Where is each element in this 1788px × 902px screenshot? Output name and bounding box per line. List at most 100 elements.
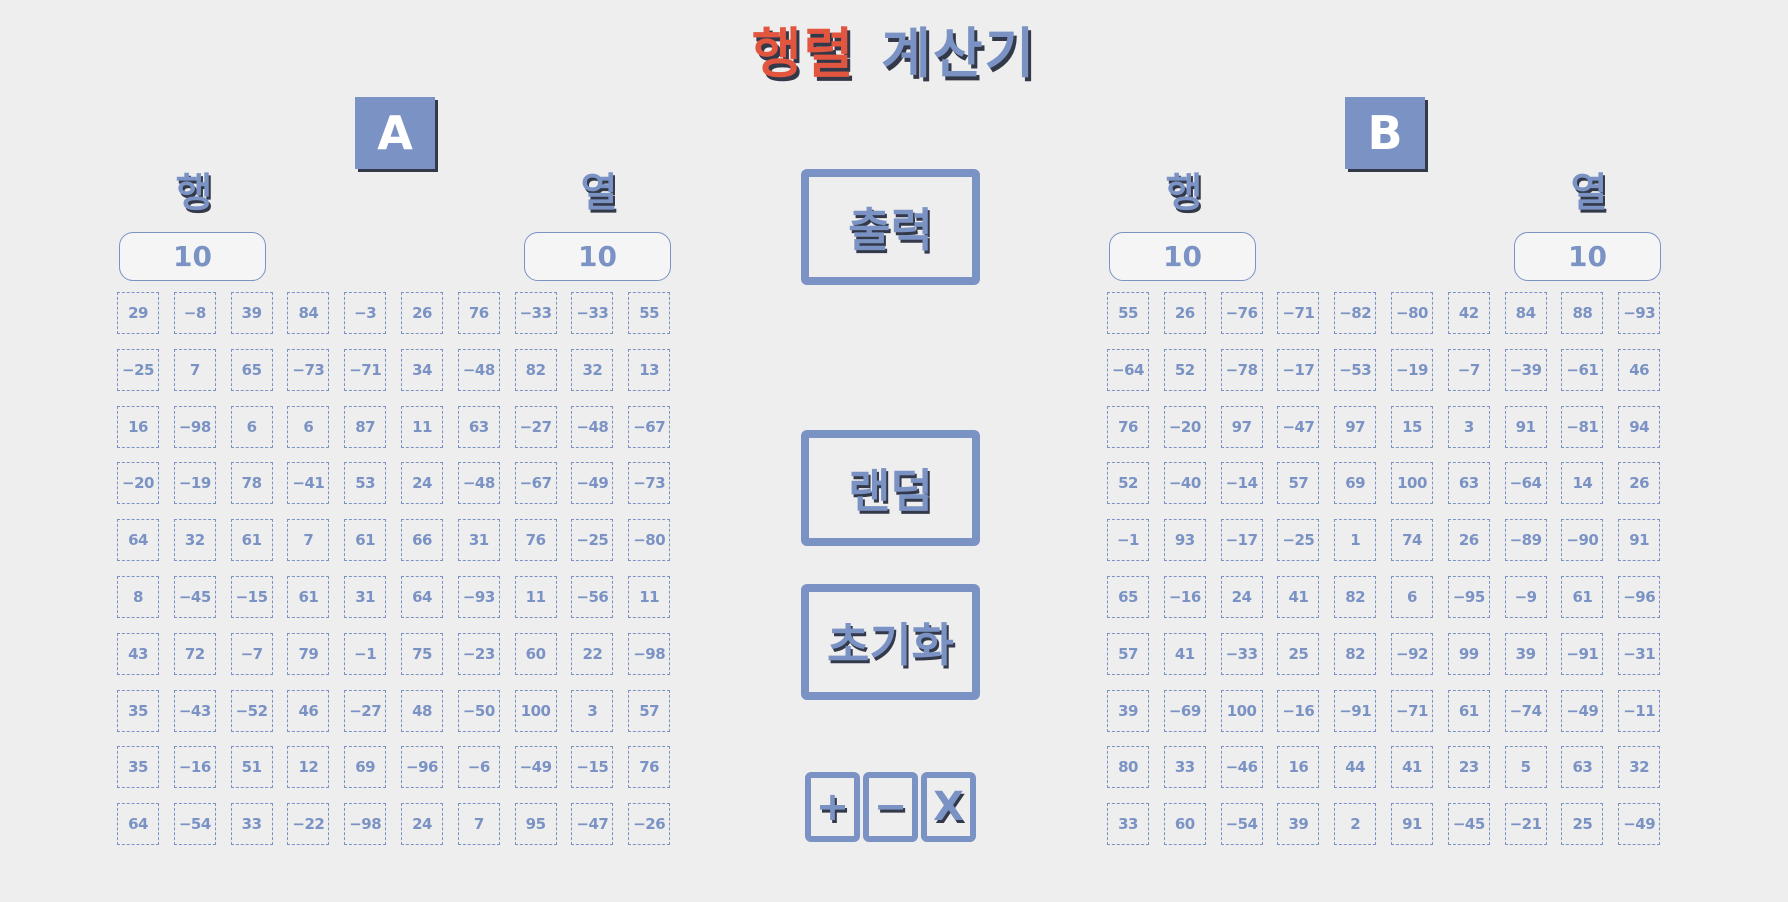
matrix-cell[interactable]: −98 <box>173 405 216 448</box>
matrix-cell[interactable]: 39 <box>230 292 273 334</box>
matrix-cell[interactable]: 15 <box>1391 405 1433 448</box>
matrix-cell[interactable]: 78 <box>230 462 273 505</box>
matrix-cell[interactable]: 16 <box>117 405 159 448</box>
matrix-cell[interactable]: 55 <box>1107 292 1149 334</box>
matrix-cell[interactable]: 84 <box>1504 292 1547 334</box>
matrix-cell[interactable]: −73 <box>628 462 671 505</box>
matrix-cell[interactable]: 64 <box>117 803 159 846</box>
matrix-cell[interactable]: 52 <box>1107 462 1149 505</box>
matrix-cell[interactable]: −17 <box>1220 519 1263 562</box>
matrix-cell[interactable]: 33 <box>1107 803 1149 846</box>
matrix-cell[interactable]: −39 <box>1504 348 1547 391</box>
matrix-cell[interactable]: 6 <box>287 405 330 448</box>
matrix-cell[interactable]: 48 <box>401 689 443 732</box>
matrix-cell[interactable]: 44 <box>1334 746 1377 789</box>
matrix-cell[interactable]: 99 <box>1447 632 1490 675</box>
matrix-cell[interactable]: 1 <box>1334 519 1377 562</box>
matrix-cell[interactable]: 14 <box>1561 462 1604 505</box>
matrix-cell[interactable]: −74 <box>1504 689 1547 732</box>
matrix-cell[interactable]: 91 <box>1618 519 1661 562</box>
matrix-cell[interactable]: −78 <box>1220 348 1263 391</box>
matrix-cell[interactable]: −95 <box>1447 576 1490 618</box>
matrix-cell[interactable]: 6 <box>1391 576 1433 618</box>
matrix-cell[interactable]: 79 <box>287 632 330 675</box>
matrix-cell[interactable]: −15 <box>571 746 614 789</box>
matrix-cell[interactable]: 13 <box>628 348 671 391</box>
matrix-cell[interactable]: 42 <box>1447 292 1490 334</box>
matrix-cell[interactable]: −47 <box>1277 405 1320 448</box>
matrix-cell[interactable]: 31 <box>344 576 387 618</box>
matrix-cell[interactable]: 100 <box>1220 689 1263 732</box>
matrix-cell[interactable]: 88 <box>1561 292 1604 334</box>
matrix-cell[interactable]: 91 <box>1504 405 1547 448</box>
matrix-cell[interactable]: −27 <box>514 405 557 448</box>
matrix-cell[interactable]: 74 <box>1391 519 1433 562</box>
matrix-cell[interactable]: 69 <box>344 746 387 789</box>
matrix-cell[interactable]: 29 <box>117 292 159 334</box>
matrix-cell[interactable]: −48 <box>571 405 614 448</box>
matrix-cell[interactable]: 75 <box>401 632 443 675</box>
matrix-cell[interactable]: −9 <box>1504 576 1547 618</box>
matrix-cell[interactable]: 34 <box>401 348 443 391</box>
matrix-cell[interactable]: 94 <box>1618 405 1661 448</box>
matrix-cell[interactable]: 25 <box>1561 803 1604 846</box>
matrix-cell[interactable]: 61 <box>287 576 330 618</box>
matrix-cell[interactable]: 39 <box>1504 632 1547 675</box>
matrix-b-rows-input[interactable] <box>1109 232 1256 281</box>
matrix-cell[interactable]: −67 <box>628 405 671 448</box>
matrix-cell[interactable]: −49 <box>1561 689 1604 732</box>
matrix-cell[interactable]: 22 <box>571 632 614 675</box>
matrix-cell[interactable]: 33 <box>230 803 273 846</box>
matrix-cell[interactable]: 84 <box>287 292 330 334</box>
matrix-cell[interactable]: −82 <box>1334 292 1377 334</box>
matrix-cell[interactable]: −48 <box>457 462 500 505</box>
matrix-cell[interactable]: −80 <box>628 519 671 562</box>
matrix-cell[interactable]: 97 <box>1334 405 1377 448</box>
matrix-cell[interactable]: −71 <box>1391 689 1433 732</box>
matrix-cell[interactable]: −49 <box>514 746 557 789</box>
matrix-cell[interactable]: −91 <box>1334 689 1377 732</box>
matrix-cell[interactable]: 53 <box>344 462 387 505</box>
reset-button[interactable]: 초기화 <box>801 584 980 700</box>
matrix-cell[interactable]: −14 <box>1220 462 1263 505</box>
matrix-cell[interactable]: −47 <box>571 803 614 846</box>
matrix-cell[interactable]: 3 <box>1447 405 1490 448</box>
matrix-cell[interactable]: 69 <box>1334 462 1377 505</box>
matrix-a-cols-input[interactable] <box>524 232 671 281</box>
matrix-cell[interactable]: 72 <box>173 632 216 675</box>
matrix-cell[interactable]: −89 <box>1504 519 1547 562</box>
matrix-cell[interactable]: 76 <box>457 292 500 334</box>
matrix-cell[interactable]: −98 <box>344 803 387 846</box>
matrix-cell[interactable]: −56 <box>571 576 614 618</box>
matrix-cell[interactable]: 76 <box>628 746 671 789</box>
matrix-cell[interactable]: 46 <box>1618 348 1661 391</box>
matrix-cell[interactable]: −46 <box>1220 746 1263 789</box>
matrix-b-cols-input[interactable] <box>1514 232 1661 281</box>
matrix-cell[interactable]: −45 <box>1447 803 1490 846</box>
random-button[interactable]: 랜덤 <box>801 430 980 546</box>
matrix-cell[interactable]: 24 <box>401 803 443 846</box>
matrix-cell[interactable]: −27 <box>344 689 387 732</box>
matrix-cell[interactable]: −91 <box>1561 632 1604 675</box>
matrix-cell[interactable]: −1 <box>344 632 387 675</box>
matrix-cell[interactable]: −90 <box>1561 519 1604 562</box>
matrix-cell[interactable]: 35 <box>117 746 159 789</box>
matrix-cell[interactable]: 11 <box>514 576 557 618</box>
matrix-cell[interactable]: 57 <box>628 689 671 732</box>
matrix-cell[interactable]: 32 <box>173 519 216 562</box>
matrix-cell[interactable]: 24 <box>401 462 443 505</box>
matrix-cell[interactable]: −98 <box>628 632 671 675</box>
matrix-cell[interactable]: −49 <box>1618 803 1661 846</box>
matrix-cell[interactable]: 41 <box>1391 746 1433 789</box>
matrix-cell[interactable]: 51 <box>230 746 273 789</box>
matrix-cell[interactable]: −26 <box>628 803 671 846</box>
matrix-cell[interactable]: 57 <box>1277 462 1320 505</box>
matrix-cell[interactable]: 39 <box>1107 689 1149 732</box>
matrix-cell[interactable]: −25 <box>1277 519 1320 562</box>
matrix-cell[interactable]: −20 <box>1163 405 1206 448</box>
matrix-cell[interactable]: −49 <box>571 462 614 505</box>
matrix-cell[interactable]: −20 <box>117 462 159 505</box>
matrix-cell[interactable]: 25 <box>1277 632 1320 675</box>
matrix-cell[interactable]: 7 <box>457 803 500 846</box>
matrix-cell[interactable]: 32 <box>571 348 614 391</box>
